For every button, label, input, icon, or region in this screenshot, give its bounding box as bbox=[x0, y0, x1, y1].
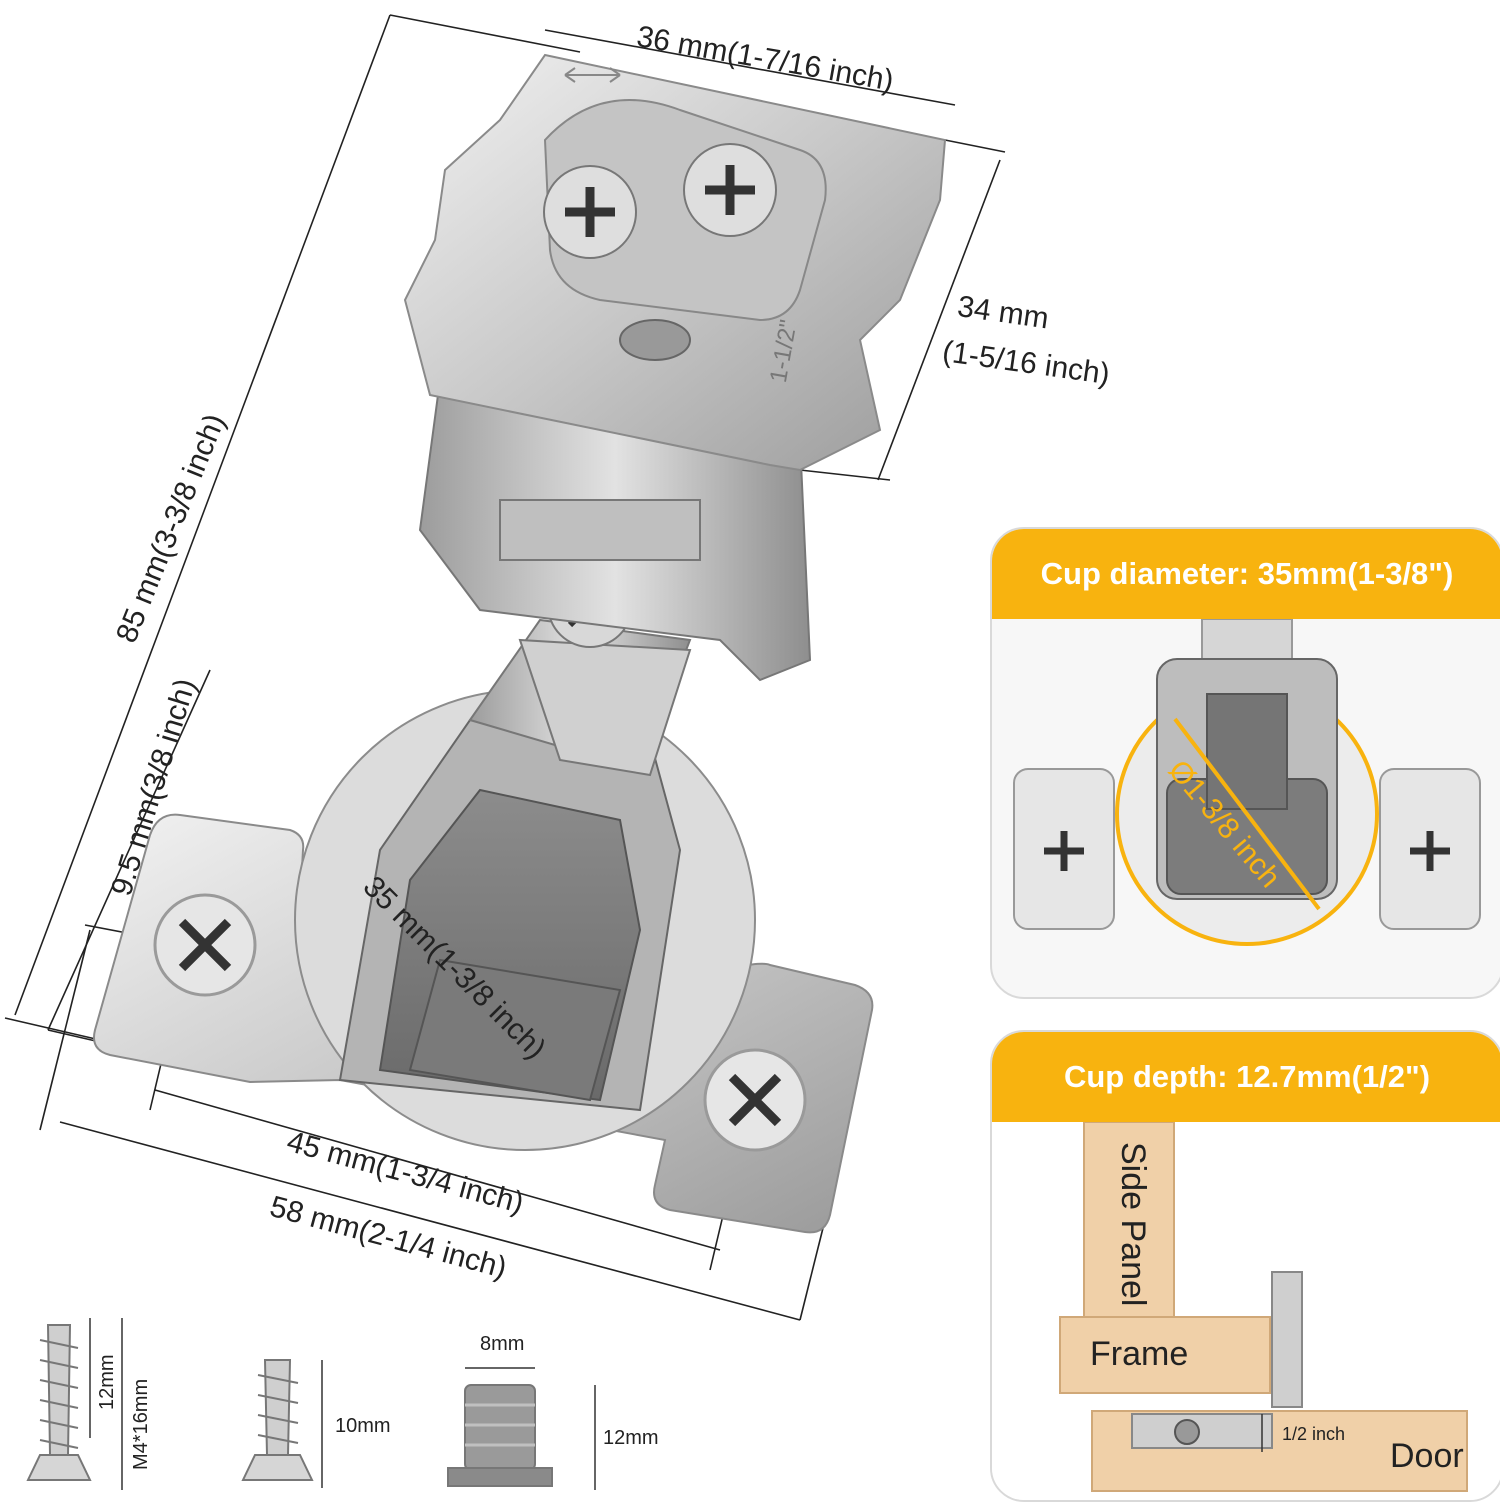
cup-depth-illustration bbox=[992, 1122, 1500, 1500]
side-panel-label: Side Panel bbox=[1114, 1142, 1152, 1307]
hinge-cup bbox=[294, 689, 756, 1151]
cup-diameter-title: Cup diameter: 35mm(1-3/8") bbox=[992, 529, 1500, 619]
dowel-length: 12mm bbox=[603, 1427, 659, 1449]
hinge-adjust-block bbox=[403, 53, 947, 472]
frame-label: Frame bbox=[1090, 1335, 1189, 1373]
hinge-arm bbox=[418, 378, 812, 777]
door-label: Door bbox=[1390, 1437, 1464, 1475]
cup-diameter-panel: Cup diameter: 35mm(1-3/8") Ø1-3/8 inch bbox=[990, 527, 1500, 999]
cup-diameter-illustration bbox=[1013, 619, 1481, 946]
cup-depth-panel: Cup depth: 12.7mm(1/2") Side Panel Frame… bbox=[990, 1030, 1500, 1502]
depth-label: 1/2 inch bbox=[1282, 1424, 1346, 1444]
screw1-spec: M4*16mm bbox=[130, 1378, 152, 1470]
cup-depth-title: Cup depth: 12.7mm(1/2") bbox=[992, 1032, 1500, 1122]
screw1-length: 12mm bbox=[96, 1354, 118, 1410]
dowel-width: 8mm bbox=[480, 1333, 525, 1355]
screw2-length: 10mm bbox=[335, 1415, 391, 1437]
